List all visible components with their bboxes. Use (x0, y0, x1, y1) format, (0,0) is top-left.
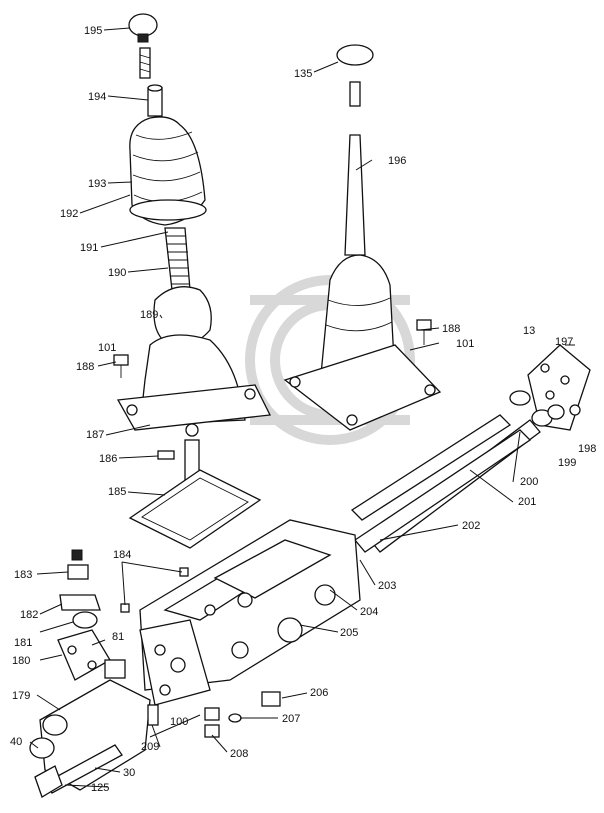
main-housing (139, 519, 361, 706)
callout-184: 184 (113, 549, 131, 561)
callout-186: 186 (99, 453, 117, 465)
callout-81: 81 (112, 631, 124, 643)
washer-182 (59, 594, 101, 611)
left-ball-joint (153, 286, 212, 347)
right-lever-rod (344, 134, 366, 256)
o-rings (509, 390, 565, 427)
switch-81 (104, 659, 126, 679)
callout-181: 181 (14, 637, 32, 649)
callout-204: 204 (360, 606, 378, 618)
pin-186 (157, 450, 175, 460)
pin-209 (147, 704, 159, 726)
leader-lines (29, 27, 575, 788)
callout-182: 182 (20, 609, 38, 621)
callout-101-right: 101 (456, 338, 474, 350)
callout-194: 194 (88, 91, 106, 103)
callout-206: 206 (310, 687, 328, 699)
callout-209: 209 (141, 741, 159, 753)
left-boot-ring (129, 199, 207, 221)
plug-206 (261, 691, 281, 707)
callout-13: 13 (523, 325, 535, 337)
right-lever-knob (336, 44, 374, 66)
callout-125: 125 (91, 782, 109, 794)
bolt-188-right (416, 319, 432, 345)
washer-207 (228, 713, 242, 723)
left-lever-sleeve (147, 84, 163, 117)
callout-205: 205 (340, 627, 358, 639)
right-housing-cover (283, 344, 442, 431)
callout-193: 193 (88, 178, 106, 190)
callout-197: 197 (555, 336, 573, 348)
callout-188-left: 188 (76, 361, 94, 373)
callout-labels: 195 135 194 196 193 192 191 190 189 101 … (10, 25, 596, 794)
left-lever-upper-rod (139, 47, 151, 79)
callout-201: 201 (518, 496, 536, 508)
gasket-180 (57, 629, 111, 681)
callout-187: 187 (86, 429, 104, 441)
callout-179: 179 (12, 690, 30, 702)
callout-196: 196 (388, 155, 406, 167)
callout-198: 198 (578, 443, 596, 455)
bolt-188-left (113, 354, 129, 378)
body-179 (39, 679, 151, 791)
left-lever-knob (128, 13, 158, 43)
callout-189: 189 (140, 309, 158, 321)
end-flange (527, 344, 591, 431)
cap-40 (29, 737, 55, 759)
callout-208: 208 (230, 748, 248, 760)
callout-30: 30 (123, 767, 135, 779)
right-lever-upper-rod (349, 81, 361, 107)
callout-202: 202 (462, 520, 480, 532)
switch-183 (67, 549, 89, 580)
callout-101-left: 101 (98, 342, 116, 354)
callout-200: 200 (520, 476, 538, 488)
callout-185: 185 (108, 486, 126, 498)
left-spring (164, 227, 191, 291)
bolts-208 (204, 707, 220, 738)
callout-207: 207 (282, 713, 300, 725)
bolt-125 (34, 744, 123, 798)
left-housing-cover (116, 334, 271, 437)
callout-188-right: 188 (442, 323, 460, 335)
shaft-200 (350, 414, 512, 521)
callout-199: 199 (558, 457, 576, 469)
callout-180: 180 (12, 655, 30, 667)
callout-192: 192 (60, 208, 78, 220)
callout-190: 190 (108, 267, 126, 279)
left-boot (129, 116, 206, 226)
shaft-202 (354, 429, 532, 553)
ring-181 (72, 611, 98, 629)
callout-191: 191 (80, 242, 98, 254)
gasket-185 (128, 469, 262, 549)
callout-40: 40 (10, 736, 22, 748)
callout-203: 203 (378, 580, 396, 592)
callout-100: 100 (170, 716, 188, 728)
callout-195: 195 (84, 25, 102, 37)
callout-135: 135 (294, 68, 312, 80)
callout-183: 183 (14, 569, 32, 581)
